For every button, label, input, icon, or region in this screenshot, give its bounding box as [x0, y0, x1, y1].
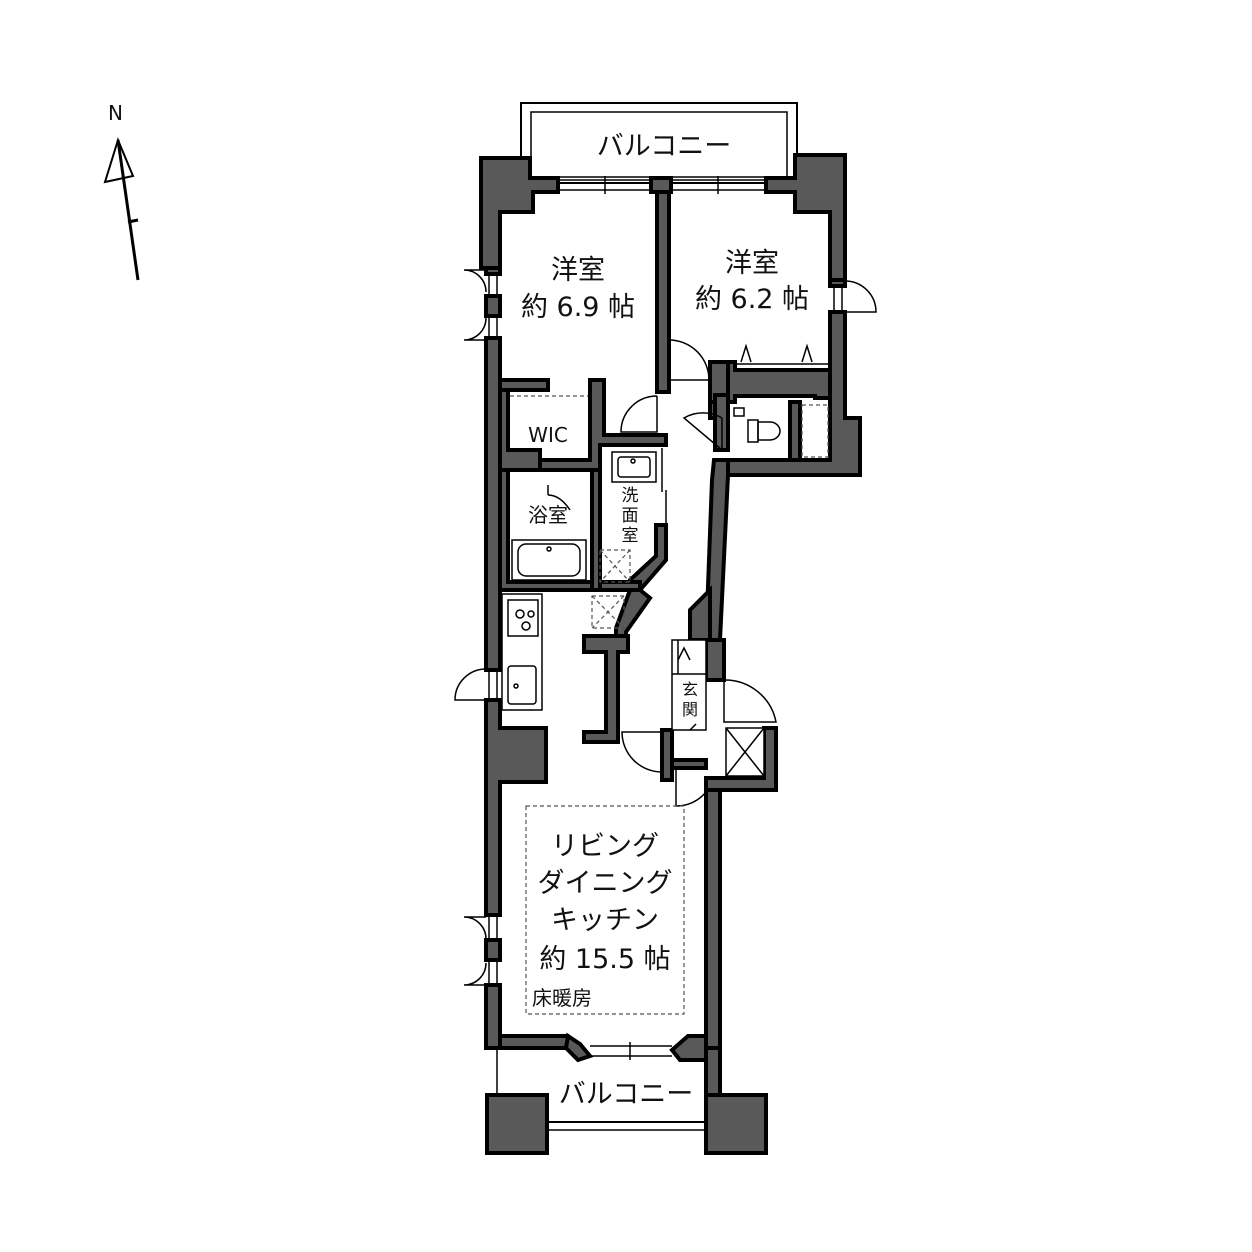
compass-needle	[116, 139, 140, 281]
washroom-label-1: 洗	[622, 486, 639, 506]
room-labels: バルコニー 洋室 約 6.9 帖 洋室 約 6.2 帖 WIC 浴室 洗 面 室…	[521, 131, 809, 1110]
wic-label: WIC	[528, 423, 568, 447]
kitchen-sink-icon	[507, 665, 537, 705]
washroom-label-3: 室	[622, 526, 639, 546]
washroom-label-2: 面	[622, 506, 639, 526]
floor-heating-label: 床暖房	[532, 986, 592, 1010]
compass-north-label: N	[108, 101, 123, 125]
compass-arrow-icon	[103, 137, 135, 184]
western-room-right-size: 約 6.2 帖	[695, 284, 809, 315]
ldk-size: 約 15.5 帖	[539, 944, 670, 975]
western-room-left-size: 約 6.9 帖	[521, 292, 635, 323]
fixtures	[501, 343, 829, 1015]
entrance-label-2: 関	[682, 700, 698, 719]
balcony-bottom-label: バルコニー	[559, 1079, 693, 1110]
entrance-label-1: 玄	[682, 680, 698, 699]
bathroom-label: 浴室	[528, 503, 568, 527]
western-room-left-name: 洋室	[551, 255, 605, 286]
exterior-walls	[479, 153, 862, 1155]
refrigerator-icon	[591, 595, 625, 629]
toilet-icon	[747, 419, 759, 443]
balcony-bottom-outline	[496, 1048, 706, 1131]
interior-walls	[498, 190, 832, 1063]
windows	[488, 176, 843, 1060]
door-swings	[454, 269, 877, 986]
western-room-right-name: 洋室	[725, 248, 779, 279]
bathtub-icon	[511, 539, 587, 581]
floor-heating-area	[525, 805, 685, 1015]
north-compass: N	[103, 101, 140, 281]
ldk-label-2: ダイニング	[538, 868, 673, 899]
ldk-label-3: キッチン	[551, 905, 659, 936]
washing-machine-icon	[599, 549, 631, 583]
balcony-top-label: バルコニー	[597, 131, 731, 162]
ldk-label-1: リビング	[551, 831, 659, 862]
